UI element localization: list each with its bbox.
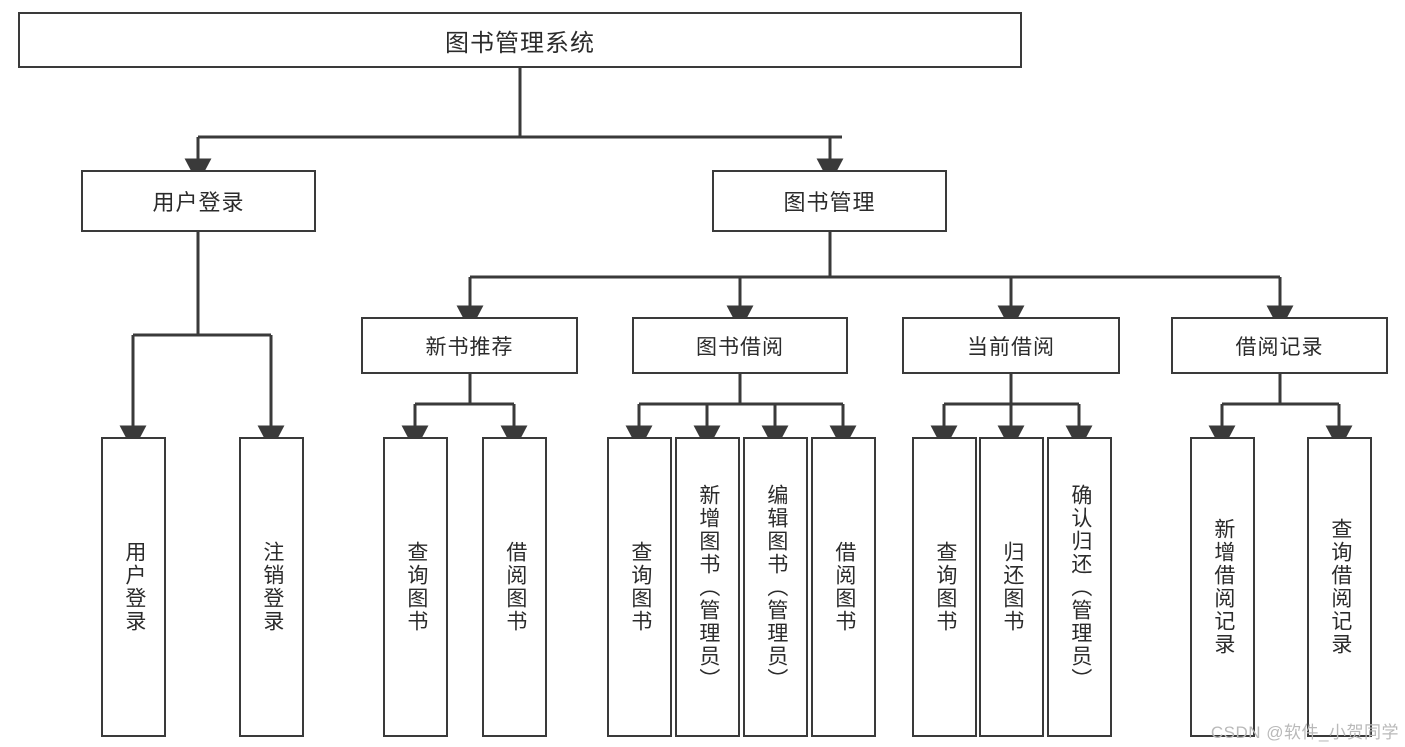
leaf-query-book-current-label: 查询图书	[933, 541, 957, 633]
node-borrow-record[interactable]: 借阅记录	[1171, 317, 1388, 374]
leaf-user-login[interactable]: 用户登录	[101, 437, 166, 737]
leaf-query-borrow-record[interactable]: 查询借阅记录	[1307, 437, 1372, 737]
node-user-login[interactable]: 用户登录	[81, 170, 316, 232]
node-root[interactable]: 图书管理系统	[18, 12, 1022, 68]
node-book-borrow[interactable]: 图书借阅	[632, 317, 848, 374]
leaf-query-book-recommend-label: 查询图书	[404, 541, 428, 633]
leaf-borrow-book-label: 借阅图书	[832, 541, 856, 633]
leaf-logout-label: 注销登录	[260, 541, 284, 633]
leaf-add-book-admin[interactable]: 新增图书（管理员）	[675, 437, 740, 737]
leaf-confirm-return-admin[interactable]: 确认归还（管理员）	[1047, 437, 1112, 737]
node-borrow-record-label: 借阅记录	[1235, 335, 1324, 359]
leaf-return-book[interactable]: 归还图书	[979, 437, 1044, 737]
node-book-borrow-label: 图书借阅	[696, 335, 784, 359]
leaf-query-book-current[interactable]: 查询图书	[912, 437, 977, 737]
leaf-query-borrow-record-label: 查询借阅记录	[1328, 518, 1352, 656]
leaf-query-book[interactable]: 查询图书	[607, 437, 672, 737]
leaf-add-borrow-record-label: 新增借阅记录	[1211, 518, 1235, 656]
node-root-label: 图书管理系统	[445, 29, 595, 57]
leaf-return-book-label: 归还图书	[1000, 541, 1024, 633]
node-current-borrow[interactable]: 当前借阅	[902, 317, 1120, 374]
leaf-query-book-recommend[interactable]: 查询图书	[383, 437, 448, 737]
node-book-management[interactable]: 图书管理	[712, 170, 947, 232]
leaf-user-login-label: 用户登录	[122, 541, 146, 633]
node-user-login-label: 用户登录	[152, 190, 245, 215]
node-book-management-label: 图书管理	[783, 190, 876, 215]
leaf-confirm-return-admin-label: 确认归还（管理员）	[1068, 483, 1092, 691]
leaf-add-book-admin-label: 新增图书（管理员）	[696, 483, 720, 691]
leaf-query-book-label: 查询图书	[628, 541, 652, 633]
node-new-book-recommend-label: 新书推荐	[425, 335, 514, 359]
node-new-book-recommend[interactable]: 新书推荐	[361, 317, 578, 374]
leaf-add-borrow-record[interactable]: 新增借阅记录	[1190, 437, 1255, 737]
leaf-borrow-book-recommend[interactable]: 借阅图书	[482, 437, 547, 737]
node-current-borrow-label: 当前借阅	[967, 335, 1055, 359]
leaf-borrow-book[interactable]: 借阅图书	[811, 437, 876, 737]
leaf-edit-book-admin-label: 编辑图书（管理员）	[764, 483, 788, 691]
leaf-edit-book-admin[interactable]: 编辑图书（管理员）	[743, 437, 808, 737]
watermark: CSDN @软件_小贺同学	[1210, 723, 1399, 742]
leaf-borrow-book-recommend-label: 借阅图书	[503, 541, 527, 633]
leaf-logout[interactable]: 注销登录	[239, 437, 304, 737]
